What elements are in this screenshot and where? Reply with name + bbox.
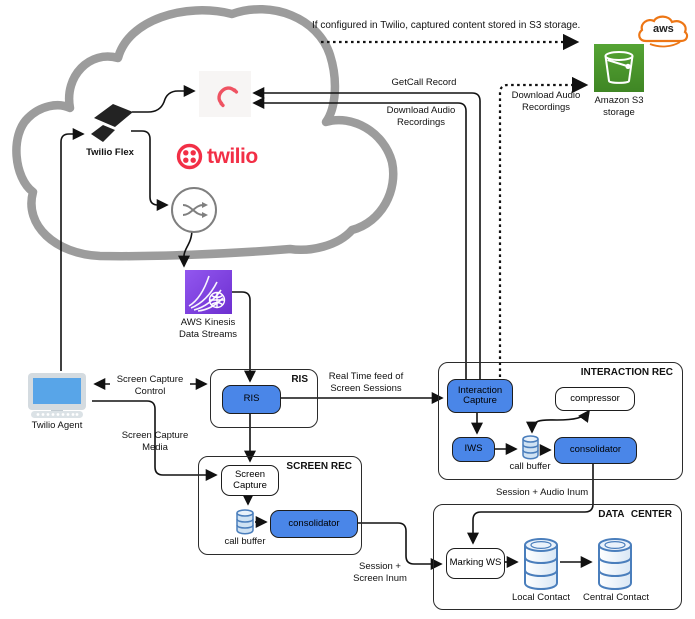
line-screen-capture-media	[92, 400, 218, 481]
phone-icon	[217, 86, 239, 108]
download-audio-s3-label: Download Audio Recordings	[511, 90, 581, 113]
data-center-title: DATA CENTER	[598, 509, 672, 520]
kinesis-icon	[185, 270, 232, 314]
get-call-record-label: GetCall Record	[391, 77, 457, 88]
ris-node: RIS	[222, 385, 281, 414]
twilio-wordmark: twilio	[207, 144, 258, 168]
real-time-feed-label: Real Time feed of Screen Sessions	[328, 371, 404, 394]
download-audio-label: Download Audio Recordings	[386, 105, 456, 128]
interaction-rec-title: INTERACTION REC	[580, 367, 673, 378]
router-circle	[171, 187, 217, 233]
twilio-logo-icon	[176, 143, 203, 170]
line-get-call-record	[252, 87, 481, 379]
call-buffer-label-screen: call buffer	[224, 536, 266, 547]
line-kinesis-ris	[232, 291, 256, 383]
screen-capture-media-label: Screen Capture Media	[121, 430, 189, 453]
central-contact-db-icon	[598, 538, 632, 590]
data-center-box: DATA CENTER	[433, 504, 682, 610]
twilio-agent-icon	[28, 373, 86, 418]
consolidator-node-screen: consolidator	[270, 510, 358, 538]
compressor-node: compressor	[555, 387, 635, 411]
screen-capture-node: Screen Capture	[221, 465, 279, 496]
session-audio-label: Session + Audio Inum	[496, 487, 589, 498]
s3-note-annotation: If configured in Twilio, captured conten…	[312, 20, 581, 31]
line-session-screen	[356, 522, 443, 570]
kinesis-label: AWS Kinesis Data Streams	[178, 317, 238, 340]
ris-box: RIS	[210, 369, 318, 428]
screen-rec-box: SCREEN REC	[198, 456, 362, 555]
aws-logo-badge: aws	[636, 15, 690, 51]
consolidator-node-interaction: consolidator	[554, 437, 637, 464]
twilio-cloud-outline	[12, 5, 398, 261]
twilio-agent-label: Twilio Agent	[31, 420, 83, 431]
phone-tile	[199, 71, 251, 117]
call-buffer-label-interaction: call buffer	[509, 461, 551, 472]
shuffle-icon	[182, 202, 208, 218]
screen-rec-title: SCREEN REC	[286, 461, 352, 472]
interaction-capture-node: Interaction Capture	[447, 379, 513, 413]
local-contact-db-icon	[524, 538, 558, 590]
local-contact-label: Local Contact	[511, 592, 571, 603]
call-buffer-icon-screen	[236, 509, 254, 535]
central-contact-label: Central Contact	[582, 592, 649, 603]
twilio-flex-icon	[91, 104, 133, 142]
screen-capture-control-label: Screen Capture Control	[110, 374, 190, 398]
line-flex-shuffle	[131, 130, 169, 211]
interaction-rec-box: INTERACTION REC	[438, 362, 683, 480]
line-download-audio	[252, 97, 467, 379]
session-screen-label: Session + Screen Inum	[353, 561, 407, 584]
twilio-logo: twilio	[176, 143, 258, 170]
line-flex-phone	[132, 85, 196, 113]
s3-icon	[594, 44, 644, 92]
aws-logo-text: aws	[653, 23, 674, 35]
call-buffer-icon-interaction	[522, 435, 539, 460]
s3-label: Amazon S3 storage	[594, 95, 644, 118]
iws-node: IWS	[452, 437, 495, 462]
marking-ws-node: Marking WS	[446, 548, 505, 579]
line-agent-flex	[60, 128, 85, 371]
line-shuffle-kinesis	[178, 228, 193, 268]
ris-box-title: RIS	[291, 374, 308, 385]
line-session-audio	[467, 462, 594, 545]
line-buffer-compressor	[526, 409, 590, 434]
line-download-audio-s3	[498, 76, 589, 377]
twilio-flex-label: Twilio Flex	[86, 147, 134, 158]
